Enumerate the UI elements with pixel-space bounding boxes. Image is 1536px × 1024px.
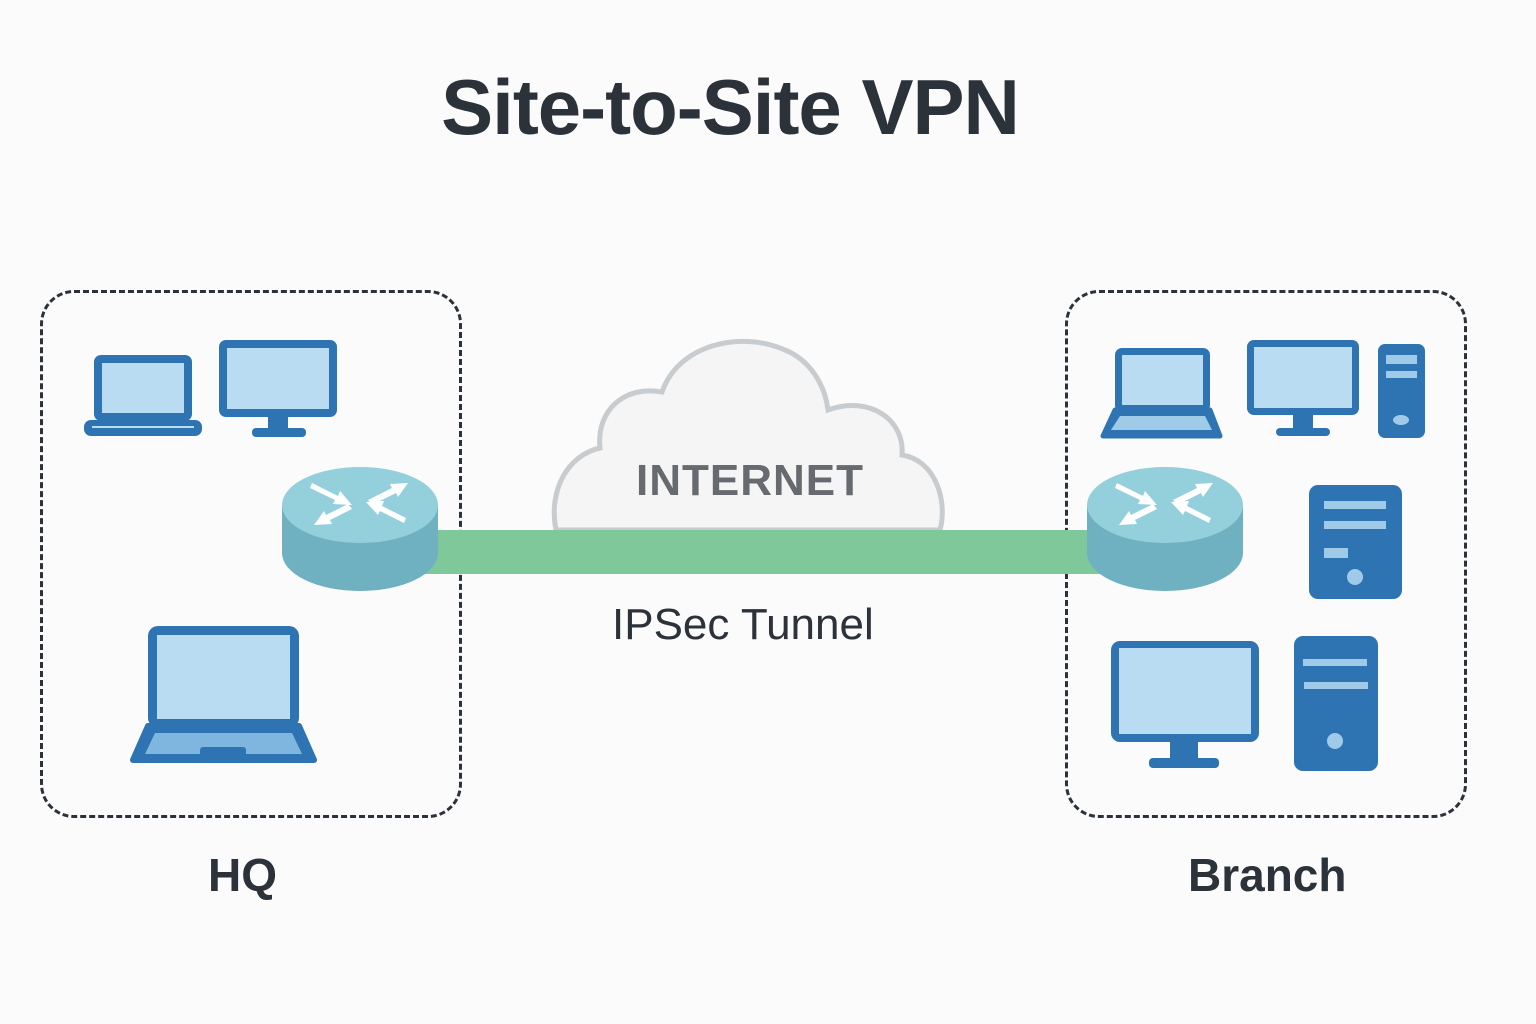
branch-monitor-large-icon xyxy=(1111,641,1259,768)
branch-pc-tower-large-icon xyxy=(1294,636,1378,771)
branch-pc-tower-icon xyxy=(1378,344,1425,438)
hq-laptop-icon xyxy=(84,355,202,436)
ipsec-tunnel-label: IPSec Tunnel xyxy=(612,600,874,649)
diagram-title: Site-to-Site VPN xyxy=(441,63,1020,151)
branch-laptop-icon xyxy=(1100,348,1223,439)
ipsec-tunnel xyxy=(420,530,1110,574)
branch-router-icon xyxy=(1087,467,1243,591)
hq-site-label: HQ xyxy=(208,849,277,901)
hq-monitor-icon xyxy=(219,340,337,437)
hq-router-icon xyxy=(282,467,438,591)
hq-laptop-large-icon xyxy=(130,626,317,763)
branch-server-icon xyxy=(1309,485,1402,599)
internet-label: INTERNET xyxy=(636,456,864,505)
branch-monitor-icon xyxy=(1247,340,1359,436)
branch-site-label: Branch xyxy=(1188,849,1347,901)
cloud-icon xyxy=(551,338,945,533)
